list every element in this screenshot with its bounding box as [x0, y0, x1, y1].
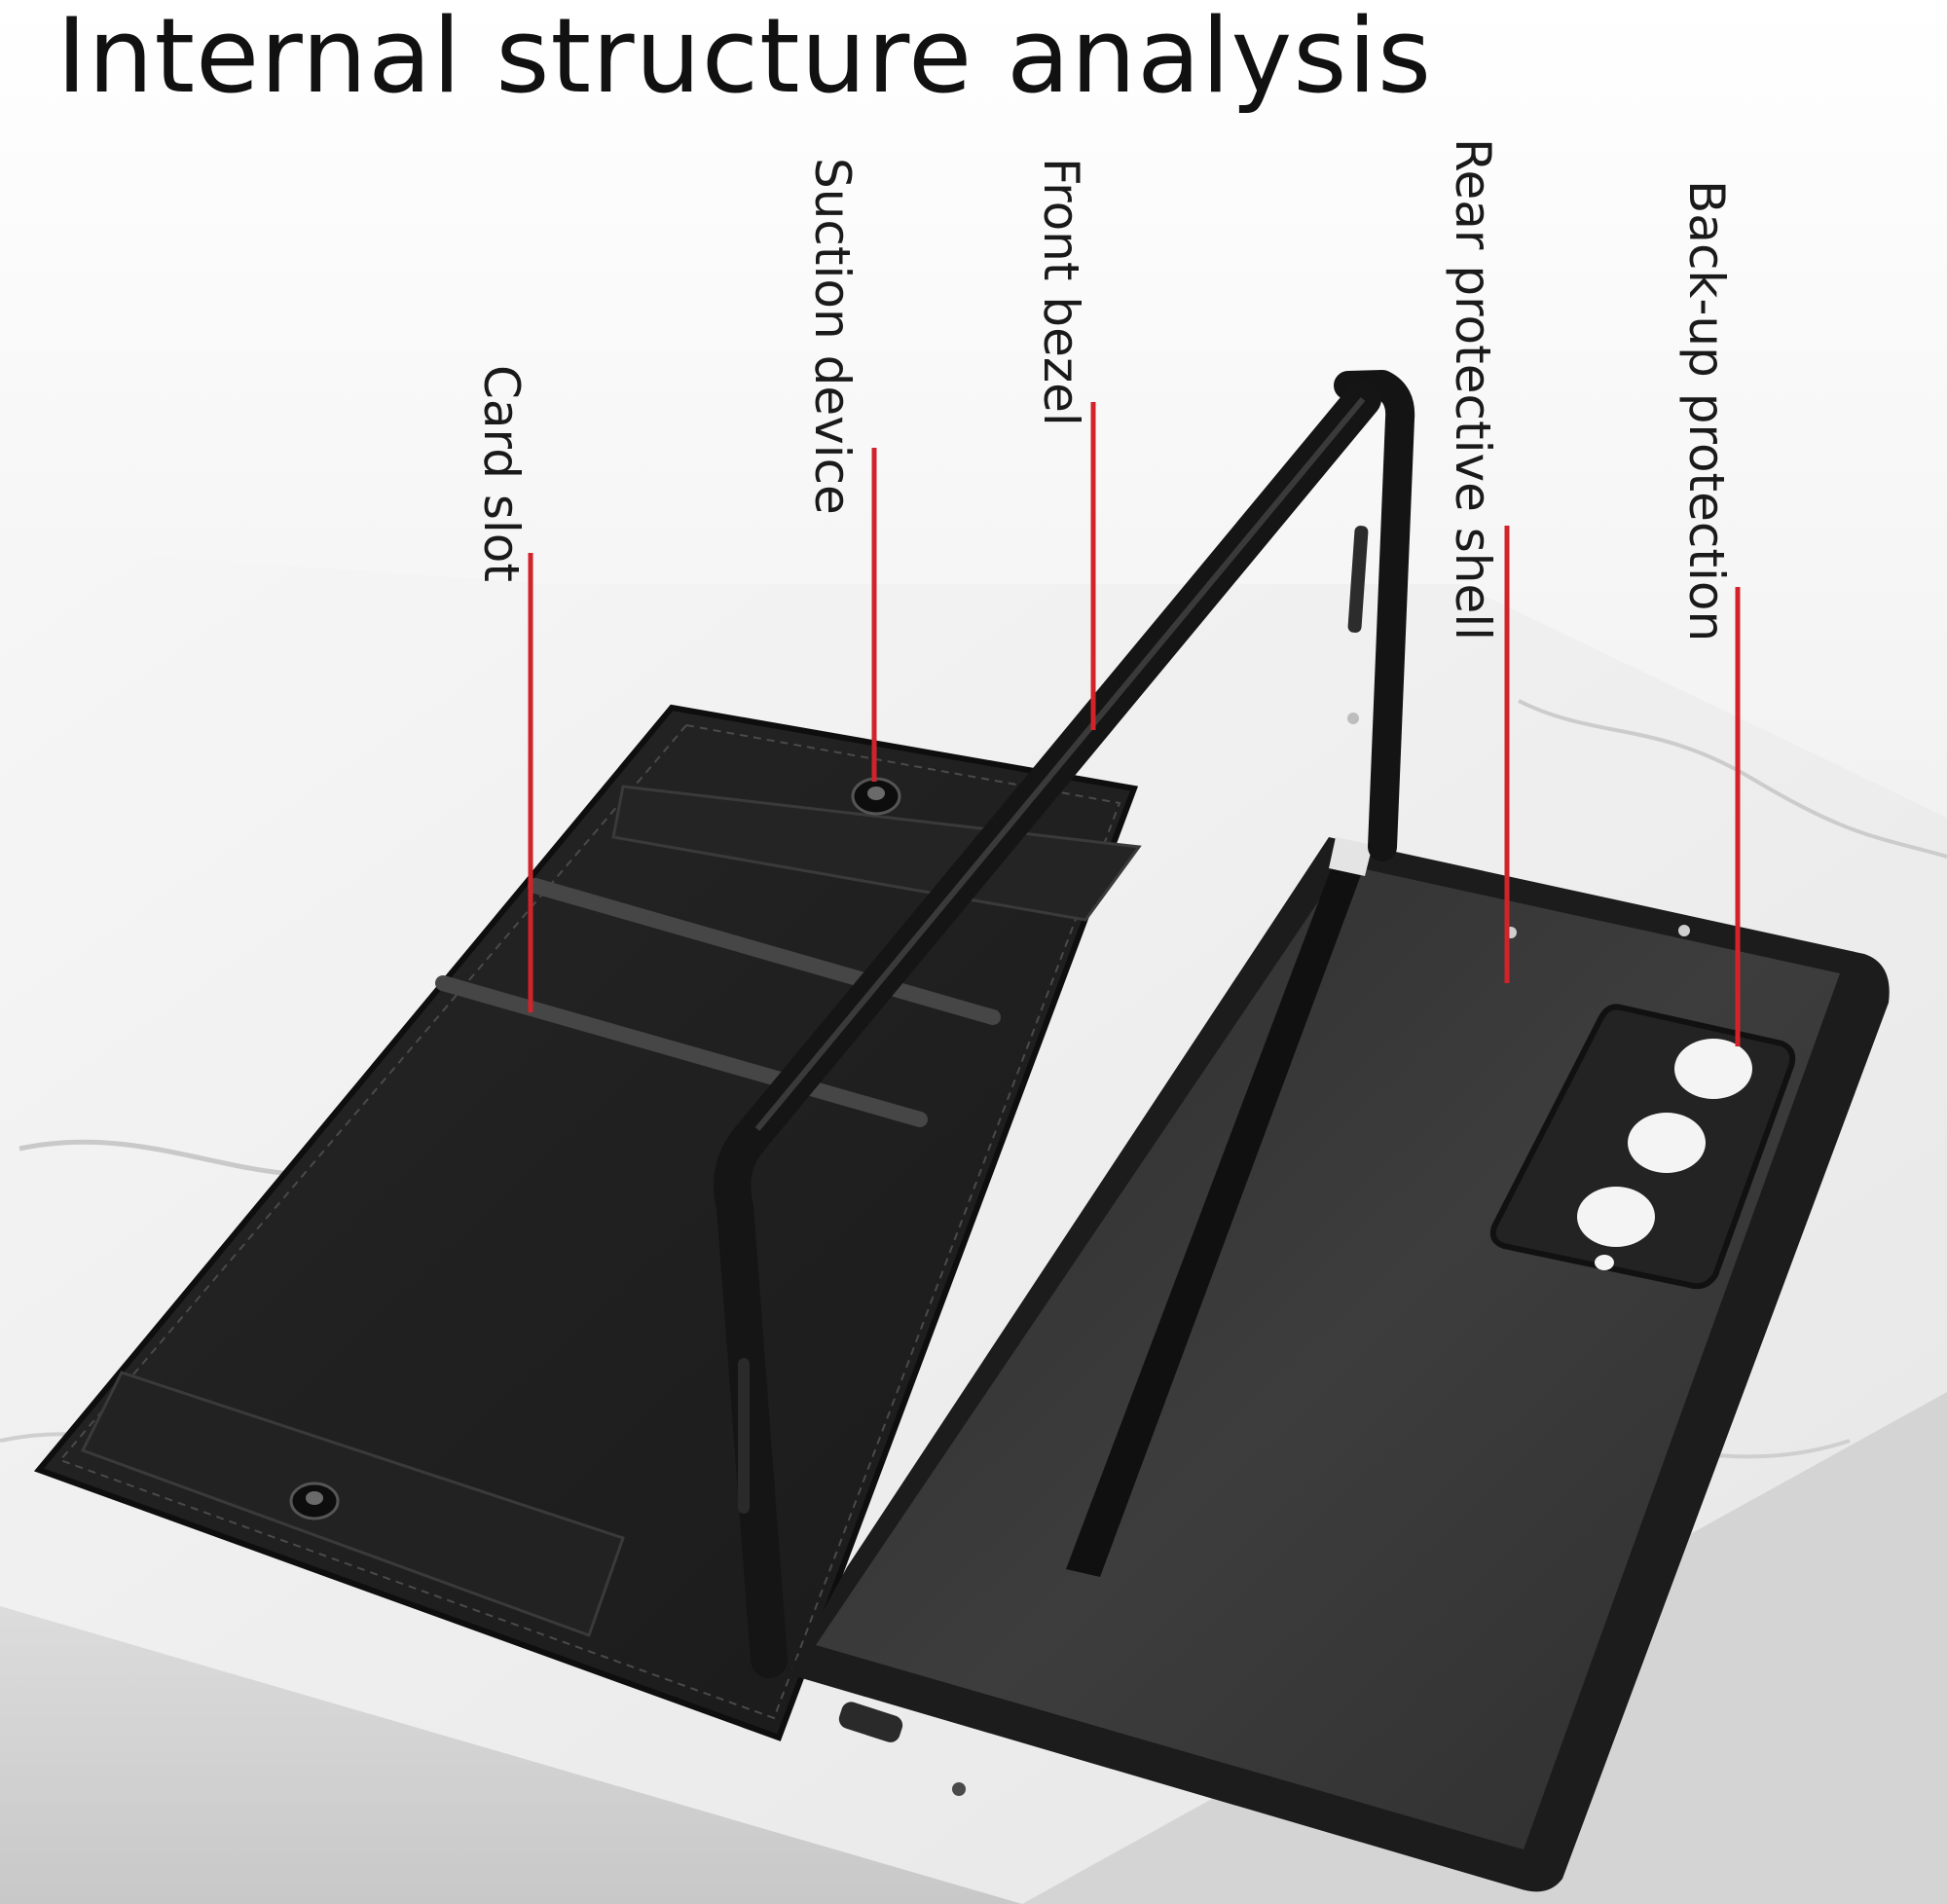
top-pocket — [611, 785, 1142, 922]
suction-magnet-top — [851, 777, 901, 816]
camera-cutout — [1489, 1004, 1796, 1290]
callout-label-card-slot: Card slot — [473, 365, 530, 582]
bottom-pocket — [80, 1371, 625, 1637]
callout-label-front-bezel: Front bezel — [1033, 158, 1089, 426]
card-slot-line-2 — [435, 975, 928, 1127]
suction-magnet-bottom — [289, 1482, 340, 1520]
front-bezel — [714, 370, 1415, 1678]
callout-lines — [528, 402, 1741, 1046]
wallet-flap — [33, 704, 1142, 1741]
page-title: Internal structure analysis — [56, 0, 1433, 116]
card-slot-line-1 — [528, 878, 1001, 1025]
rear-shell — [789, 837, 1890, 1892]
callout-label-suction-device: Suction device — [804, 158, 861, 515]
callout-label-rear-shell: Rear protective shell — [1445, 138, 1501, 641]
callout-label-backup-protection: Back-up protection — [1678, 180, 1735, 642]
